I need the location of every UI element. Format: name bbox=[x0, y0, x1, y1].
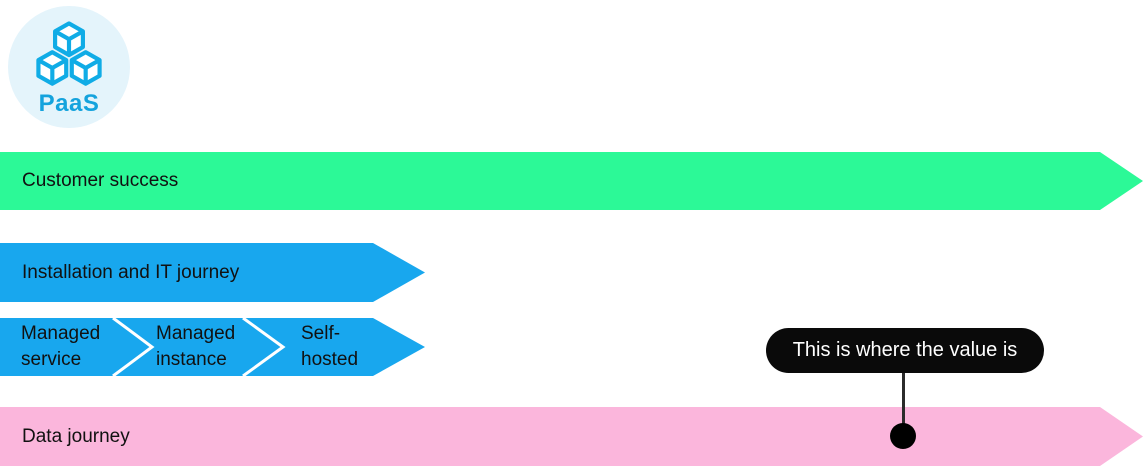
value-callout-label: This is where the value is bbox=[792, 339, 1018, 361]
segment-divider-chevrons bbox=[0, 318, 425, 376]
value-callout-connector bbox=[902, 373, 905, 425]
band-data-journey: Data journey bbox=[0, 407, 1143, 466]
value-callout-dot bbox=[890, 423, 916, 449]
band-installation: Installation and IT journey bbox=[0, 243, 425, 302]
band-customer-success-label: Customer success bbox=[22, 170, 179, 191]
value-callout: This is where the value is bbox=[766, 328, 1044, 373]
paas-logo-label: PaaS bbox=[38, 90, 100, 117]
band-data-journey-label: Data journey bbox=[22, 425, 130, 447]
segment-self-hosted: Self- hosted bbox=[301, 323, 359, 370]
segment-managed-service: Managed service bbox=[21, 323, 101, 370]
paas-logo: PaaS bbox=[8, 6, 130, 128]
band-installation-label: Installation and IT journey bbox=[22, 261, 240, 283]
segment-managed-instance: Managed instance bbox=[156, 323, 236, 370]
cubes-icon bbox=[36, 21, 102, 86]
band-deployment: Managed service Managed instance Self- h… bbox=[0, 318, 425, 376]
band-customer-success: Customer success bbox=[0, 152, 1143, 210]
